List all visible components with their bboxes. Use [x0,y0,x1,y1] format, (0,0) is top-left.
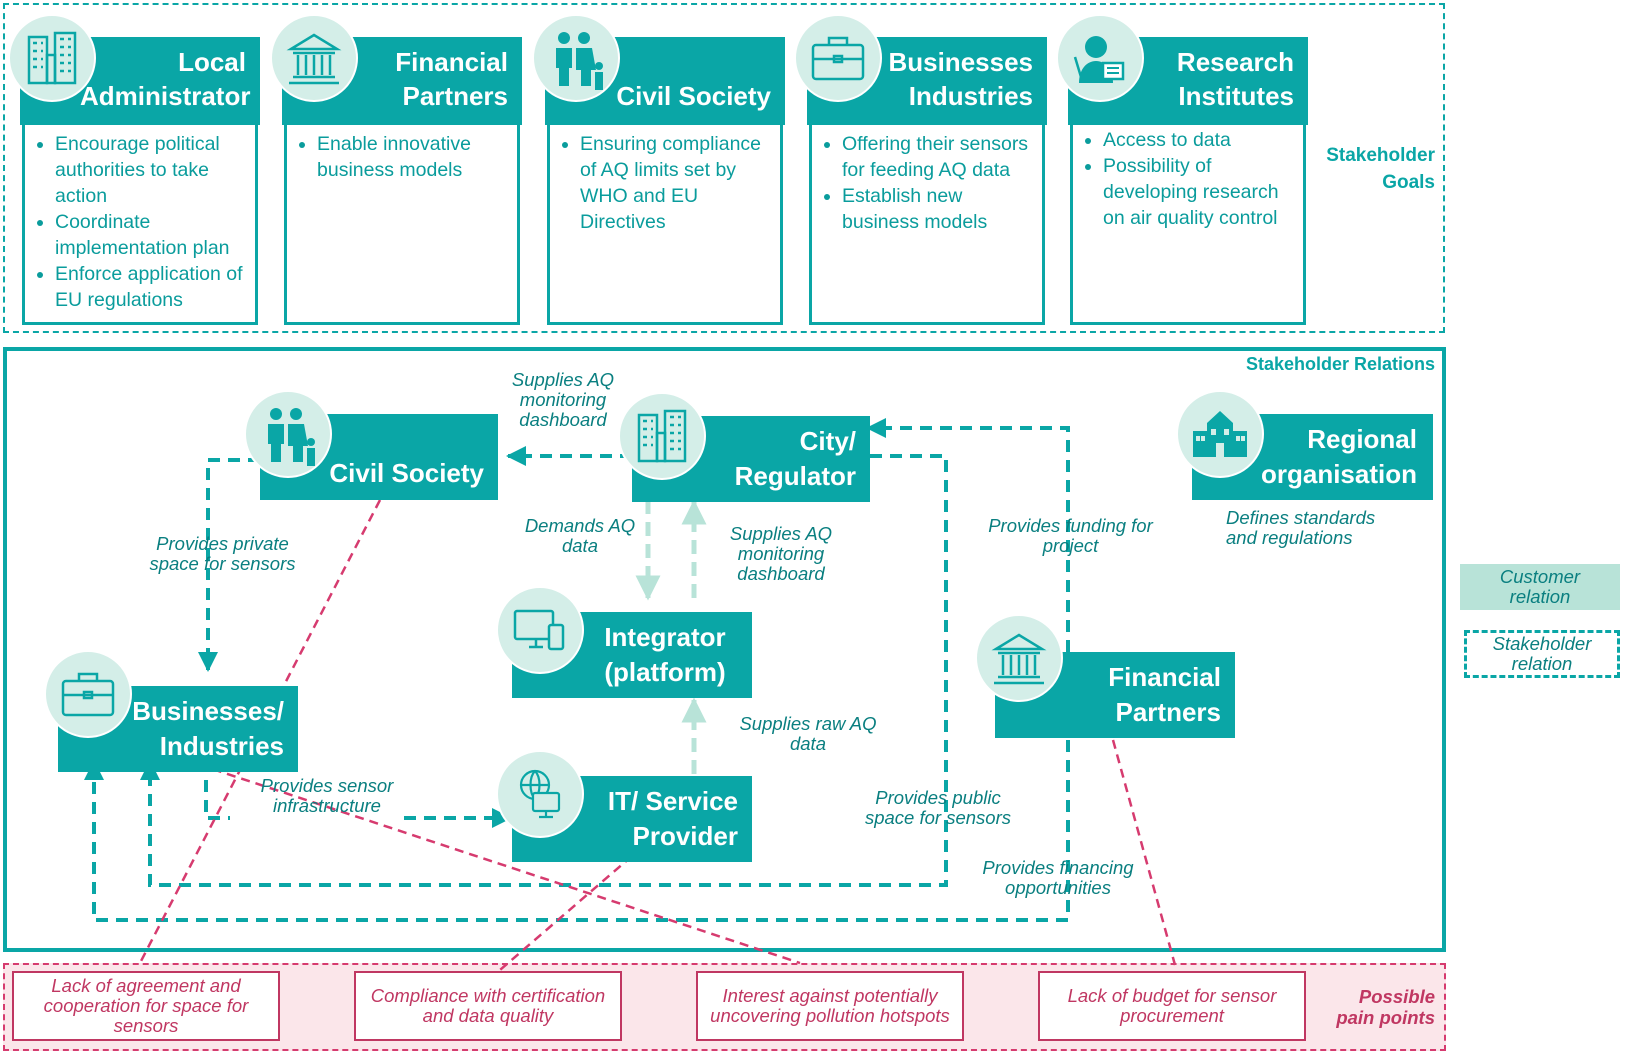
goal-card-title: Administrator [80,81,251,111]
city-buildings-icon [618,392,706,480]
node-label: Integrator [604,622,726,652]
goal-card-body: Enable innovative business models [284,125,520,325]
goal-card-body: Access to data Possibility of developing… [1070,125,1306,325]
bank-icon [975,614,1063,702]
goal-card-title: Local [178,47,246,77]
node-label: organisation [1260,459,1417,489]
goal-item: Encourage political authorities to take … [55,131,249,209]
edge-label-funding: Provides funding for project [988,515,1153,556]
monitor-device-icon [496,586,584,674]
edge-label-infrastructure: Provides sensor infrastructure [260,775,394,816]
edge-label-private-space: Provides private space for sensors [149,533,296,574]
briefcase-icon [44,650,132,738]
node-label: Industries [159,731,284,761]
family-icon [244,390,332,478]
legend-label: Customer relation [1499,566,1581,607]
goal-item: Establish new business models [842,183,1036,235]
goal-card-title: Industries [908,81,1033,111]
node-label: Businesses/ [132,696,284,726]
pain-point-hotspots: Interest against potentially uncovering … [696,971,964,1041]
pain-point-text: Compliance with certification and data q… [370,985,606,1026]
pain-point-space-agreement: Lack of agreement and cooperation for sp… [12,971,280,1041]
node-label: Partners [1115,697,1222,727]
goal-item: Access to data [1103,127,1297,153]
school-building-icon [1176,390,1264,478]
goal-card-title: Partners [402,81,509,111]
goal-card-title: Civil Society [616,81,771,111]
family-icon [532,14,620,102]
node-label: (platform) [604,657,726,687]
edge-label-supplies-dashboard-mid: Supplies AQ monitoring dashboard [729,523,833,584]
node-label: Civil Society [329,458,484,488]
goal-item: Enable innovative business models [317,131,511,183]
goal-card-financial-partners: Financial Partners Enable innovative bus… [282,37,522,325]
node-regional-organisation: Regional organisation [1192,414,1433,500]
edge-label-raw-data: Supplies raw AQ data [739,713,877,754]
goal-card-title: Financial [395,47,508,77]
pain-point-budget: Lack of budget for sensor procurement [1038,971,1306,1041]
goal-card-local-administrator: Local Administrator Encourage political … [20,37,260,325]
node-label: Regulator [734,461,856,491]
goal-item: Offering their sensors for feeding AQ da… [842,131,1036,183]
goal-item: Possibility of developing research on ai… [1103,153,1297,231]
stakeholder-goals-frame [3,3,1445,333]
stakeholder-goals-label: Stakeholder Goals [1300,142,1435,196]
goal-card-research-institutes: Research Institutes Access to data Possi… [1068,37,1308,325]
globe-computer-icon [496,750,584,838]
goal-card-title: Research [1176,47,1294,77]
stakeholder-relations-label: Stakeholder Relations [1245,354,1435,374]
pain-point-text: Lack of budget for sensor procurement [1067,985,1277,1026]
edge-label-supplies-dashboard-top: Supplies AQ monitoring dashboard [511,369,615,430]
goal-item: Ensuring compliance of AQ limits set by … [580,131,774,235]
pain-point-certification: Compliance with certification and data q… [354,971,622,1041]
city-buildings-icon [8,14,96,102]
node-label: Financial [1108,662,1221,692]
goal-card-body: Ensuring compliance of AQ limits set by … [547,125,783,325]
goal-item: Coordinate implementation plan [55,209,249,261]
node-label: Provider [632,821,739,851]
briefcase-icon [794,14,882,102]
label-line: Goals [1382,172,1435,193]
legend-customer-relation: Customer relation [1460,564,1620,610]
stakeholder-relations-frame [3,347,1446,952]
goal-card-title: Institutes [1178,81,1294,111]
pain-points-label: Possible pain points [1310,986,1435,1028]
edge-label-financing: Provides financing opportunities [982,857,1134,898]
label-line: pain points [1336,1007,1435,1028]
pain-point-text: Interest against potentially uncovering … [710,985,950,1026]
edge-label-standards: Defines standards and regulations [1226,507,1376,548]
goal-item: Enforce application of EU regulations [55,261,249,313]
node-label: Regional [1307,424,1417,454]
node-label: City/ [799,426,856,456]
researcher-icon [1056,14,1144,102]
legend-label: Stakeholder relation [1492,633,1592,674]
node-label: IT/ Service [607,786,738,816]
edge-label-public-space: Provides public space for sensors [864,787,1011,828]
edge-label-demands-data: Demands AQ data [524,515,636,556]
pain-point-text: Lack of agreement and cooperation for sp… [43,975,249,1036]
goal-card-title: Businesses [888,47,1033,77]
legend-stakeholder-relation: Stakeholder relation [1464,630,1620,678]
goal-card-header: Local Administrator [20,37,260,125]
node-it-service-provider: IT/ Service Provider [512,776,752,862]
goal-card-body: Encourage political authorities to take … [22,125,258,325]
label-line: Stakeholder [1326,145,1435,166]
goal-card-body: Offering their sensors for feeding AQ da… [809,125,1045,325]
goal-card-civil-society: Civil Society Ensuring compliance of AQ … [545,37,785,325]
label-line: Possible [1358,986,1435,1007]
bank-icon [270,14,358,102]
